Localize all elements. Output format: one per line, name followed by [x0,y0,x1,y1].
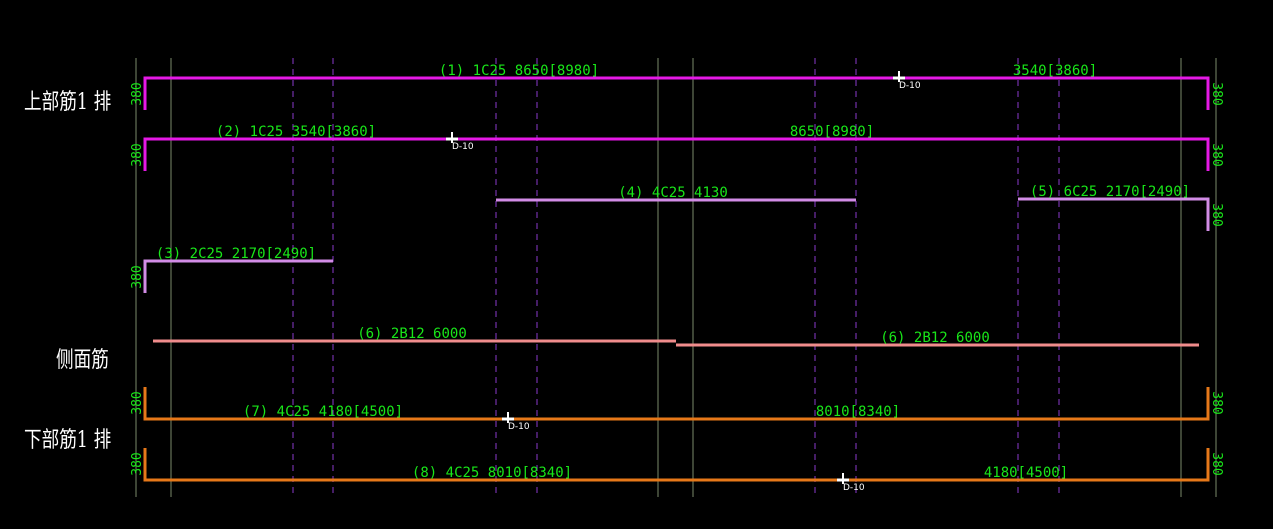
label-rebar-3: (3) 2C25 2170[2490] [156,246,316,262]
label-rebar-7: (7) 4C25 4180[4500] [243,404,403,420]
rebar-8 [143,448,1210,482]
grid-lines [135,58,1217,497]
coupler-label: D-10 [899,81,921,91]
hook-label: 380 [1209,143,1224,166]
coupler-label: D-10 [843,483,865,493]
label-rebar-2-right: 8650[8980] [790,124,874,140]
coupler-marker: D-10 [502,412,530,432]
hook-label: 380 [130,391,145,414]
coupler-marker: D-10 [893,71,921,91]
label-rebar-8: (8) 4C25 8010[8340] [412,465,572,481]
label-rebar-5: (5) 6C25 2170[2490] [1030,184,1190,200]
label-rebar-7-right: 8010[8340] [816,404,900,420]
label-rebar-8-right: 4180[4500] [984,465,1068,481]
row-title-top-rebar: 上部筋1 排 [24,90,112,115]
rebar-1 [143,76,1210,110]
row-title-bottom-rebar: 下部筋1 排 [24,428,112,453]
hook-label: 380 [130,82,145,105]
rebar-3 [143,259,333,293]
label-rebar-6-right: (6) 2B12 6000 [880,330,990,346]
row-title-side-rebar: 侧面筋 [56,348,109,373]
coupler-marker: D-10 [837,473,865,493]
label-rebar-1-right: 3540[3860] [1013,63,1097,79]
hook-label: 380 [130,452,145,475]
hook-label: 380 [130,143,145,166]
label-rebar-1: (1) 1C25 8650[8980] [439,63,599,79]
coupler-label: D-10 [452,142,474,152]
label-rebar-2: (2) 1C25 3540[3860] [216,124,376,140]
hook-label: 380 [1209,82,1224,105]
label-rebar-4: (4) 4C25 4130 [618,185,728,201]
rebar-7 [143,387,1210,421]
hook-label: 380 [1209,203,1224,226]
label-rebar-6-left: (6) 2B12 6000 [357,326,467,342]
hook-label: 380 [1209,391,1224,414]
hook-label: 380 [130,265,145,288]
hook-label: 380 [1209,452,1224,475]
rebar-2 [143,137,1210,171]
coupler-label: D-10 [508,422,530,432]
coupler-marker: D-10 [446,132,474,152]
rebar-5 [1018,197,1210,231]
